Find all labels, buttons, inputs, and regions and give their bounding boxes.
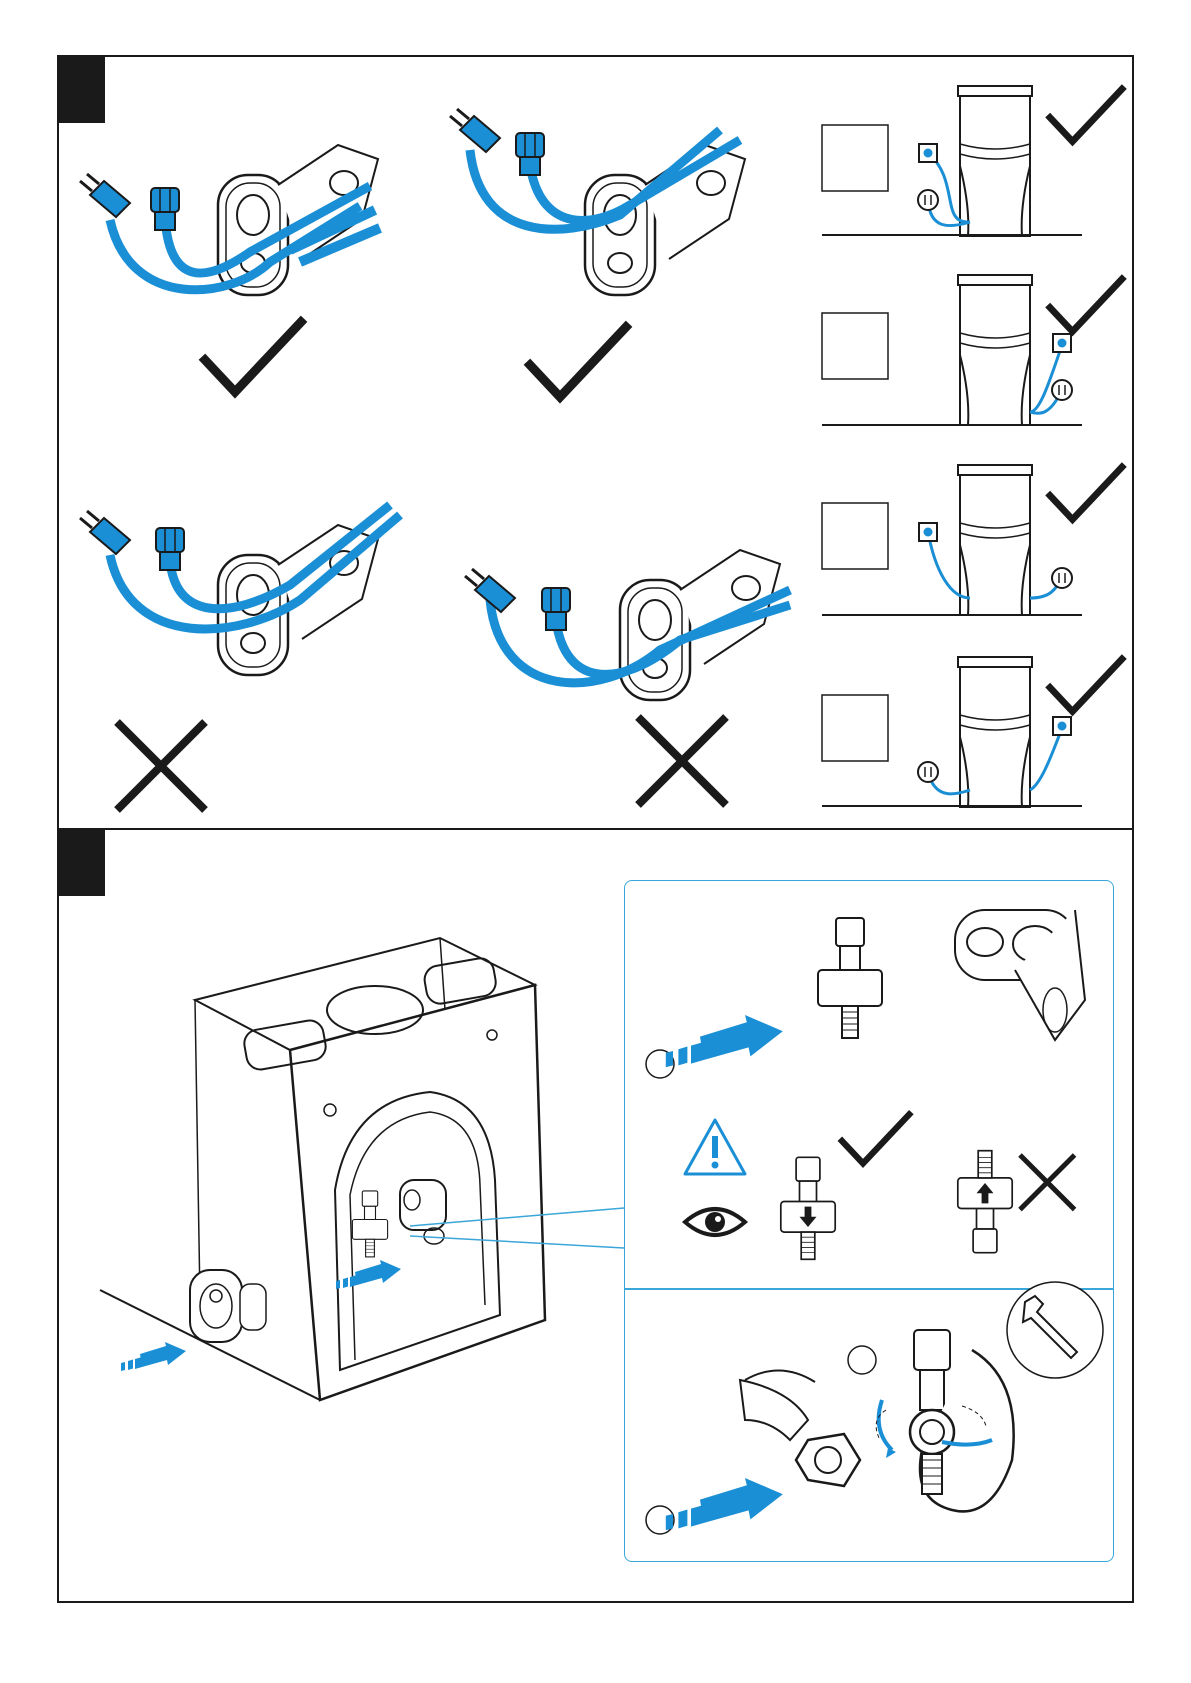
toilet-back-view [100, 938, 545, 1400]
valve-incorrect-orientation [958, 1151, 1012, 1253]
sub-step-marker [848, 1346, 876, 1374]
valve-correct-orientation [781, 1157, 835, 1259]
valve-insert-detail [646, 910, 1085, 1078]
cross-icon [1020, 1155, 1075, 1210]
tick-icon [842, 1114, 909, 1163]
eye-icon [685, 1209, 745, 1235]
adjustable-wrench-icon [1007, 1282, 1103, 1378]
valve-orientation-detail [685, 1114, 1075, 1259]
warning-triangle-icon [685, 1120, 745, 1174]
nut-tighten-detail [646, 1282, 1103, 1534]
